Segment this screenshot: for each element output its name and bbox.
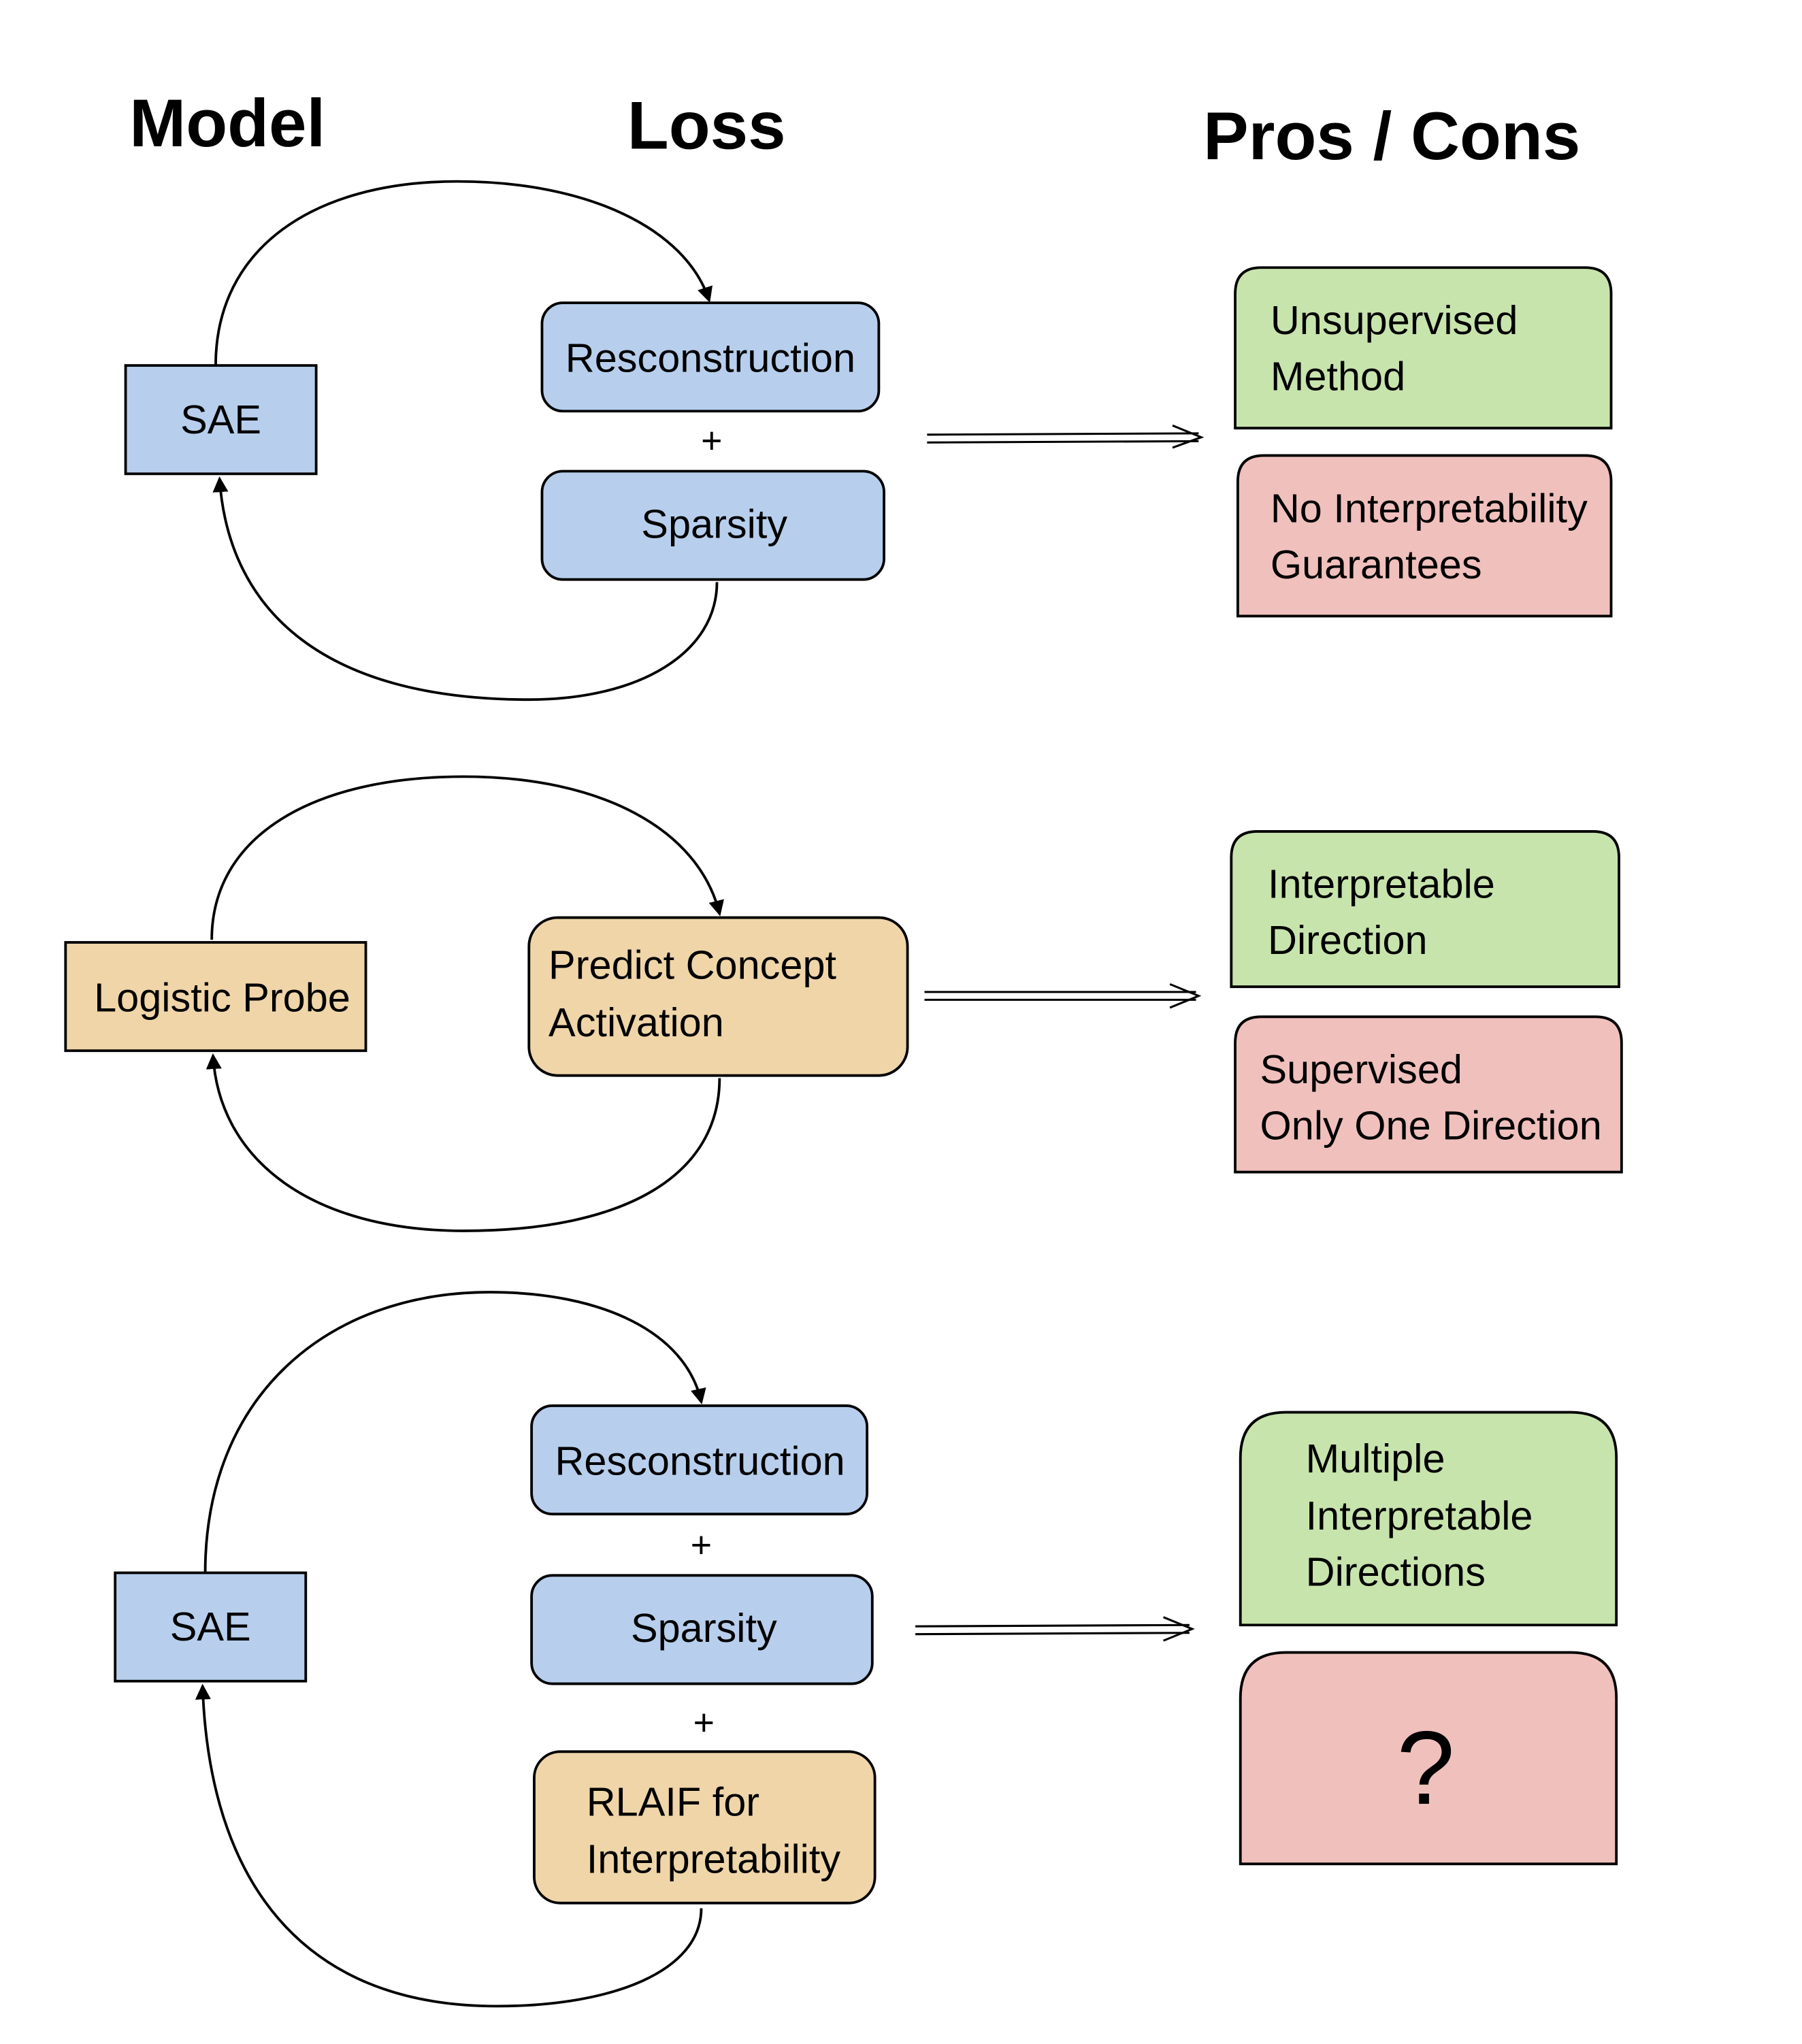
- pro-text-line: Unsupervised: [1271, 297, 1518, 343]
- loss-box-sparsity[interactable]: [530, 1574, 874, 1685]
- con-text-line: No Interpretability: [1271, 485, 1588, 531]
- implies-arrow: [927, 424, 1205, 449]
- forward-arrow: [210, 775, 724, 940]
- loss-label: Sparsity: [641, 501, 787, 546]
- unknown-question-mark: ?: [1396, 1709, 1454, 1826]
- plus-operator: +: [691, 1524, 712, 1565]
- feedback-arrow: [206, 1053, 721, 1232]
- loss-box-reconstruction[interactable]: [530, 1404, 869, 1516]
- model-box-sae[interactable]: [124, 364, 318, 476]
- pro-text-line: Direction: [1268, 917, 1428, 963]
- plus-operator: +: [693, 1702, 715, 1743]
- con-box: [1239, 1651, 1618, 1866]
- plus-operator: +: [701, 421, 722, 461]
- model-label: Logistic Probe: [94, 975, 350, 1021]
- loss-label: Activation: [548, 1000, 724, 1045]
- pro-text-line: Directions: [1306, 1549, 1486, 1595]
- con-text-line: Guarantees: [1271, 542, 1482, 587]
- loss-label: Interpretability: [587, 1836, 841, 1882]
- row-3-sae-rlaif: SAE Resconstruction + Sparsity + RLAIF f…: [114, 1291, 1618, 2008]
- row-2-logistic-probe: Logistic Probe Predict Concept Activatio…: [64, 775, 1623, 1232]
- loss-label: Predict Concept: [548, 942, 836, 988]
- row-1-sae: SAE Resconstruction + Sparsity Unsupervi…: [124, 180, 1613, 702]
- model-box-logistic-probe[interactable]: [64, 941, 367, 1053]
- model-label: SAE: [170, 1604, 251, 1649]
- loss-label: Resconstruction: [566, 335, 855, 381]
- pro-text-line: Interpretable: [1306, 1493, 1533, 1538]
- pro-box: [1234, 266, 1613, 430]
- pro-text-line: Method: [1271, 354, 1405, 399]
- feedback-arrow: [195, 1683, 703, 2008]
- header-loss: Loss: [627, 88, 786, 164]
- con-box: [1234, 1015, 1623, 1174]
- loss-box-sparsity[interactable]: [540, 469, 885, 581]
- pro-text-line: Interpretable: [1268, 861, 1495, 907]
- header-pros-cons: Pros / Cons: [1203, 99, 1580, 174]
- con-box: [1236, 454, 1613, 618]
- con-text-line: Only One Direction: [1260, 1103, 1602, 1149]
- header-model: Model: [129, 86, 325, 161]
- pro-text-line: Multiple: [1306, 1436, 1445, 1481]
- loss-box-rlaif[interactable]: [533, 1750, 877, 1905]
- loss-label: Resconstruction: [555, 1438, 845, 1484]
- model-box-sae[interactable]: [114, 1571, 308, 1683]
- loss-label: Sparsity: [631, 1605, 777, 1651]
- forward-arrow: [203, 1291, 706, 1573]
- model-label: SAE: [180, 397, 261, 442]
- forward-arrow: [214, 180, 712, 366]
- pro-box: [1230, 830, 1620, 989]
- loss-box-reconstruction[interactable]: [540, 301, 881, 413]
- pro-box: [1239, 1411, 1618, 1627]
- implies-arrow: [915, 1616, 1195, 1642]
- feedback-arrow: [212, 476, 719, 702]
- loss-label: RLAIF for: [587, 1779, 759, 1824]
- loss-box-predict-concept[interactable]: [527, 916, 909, 1077]
- implies-arrow: [924, 983, 1202, 1009]
- con-text-line: Supervised: [1260, 1046, 1462, 1092]
